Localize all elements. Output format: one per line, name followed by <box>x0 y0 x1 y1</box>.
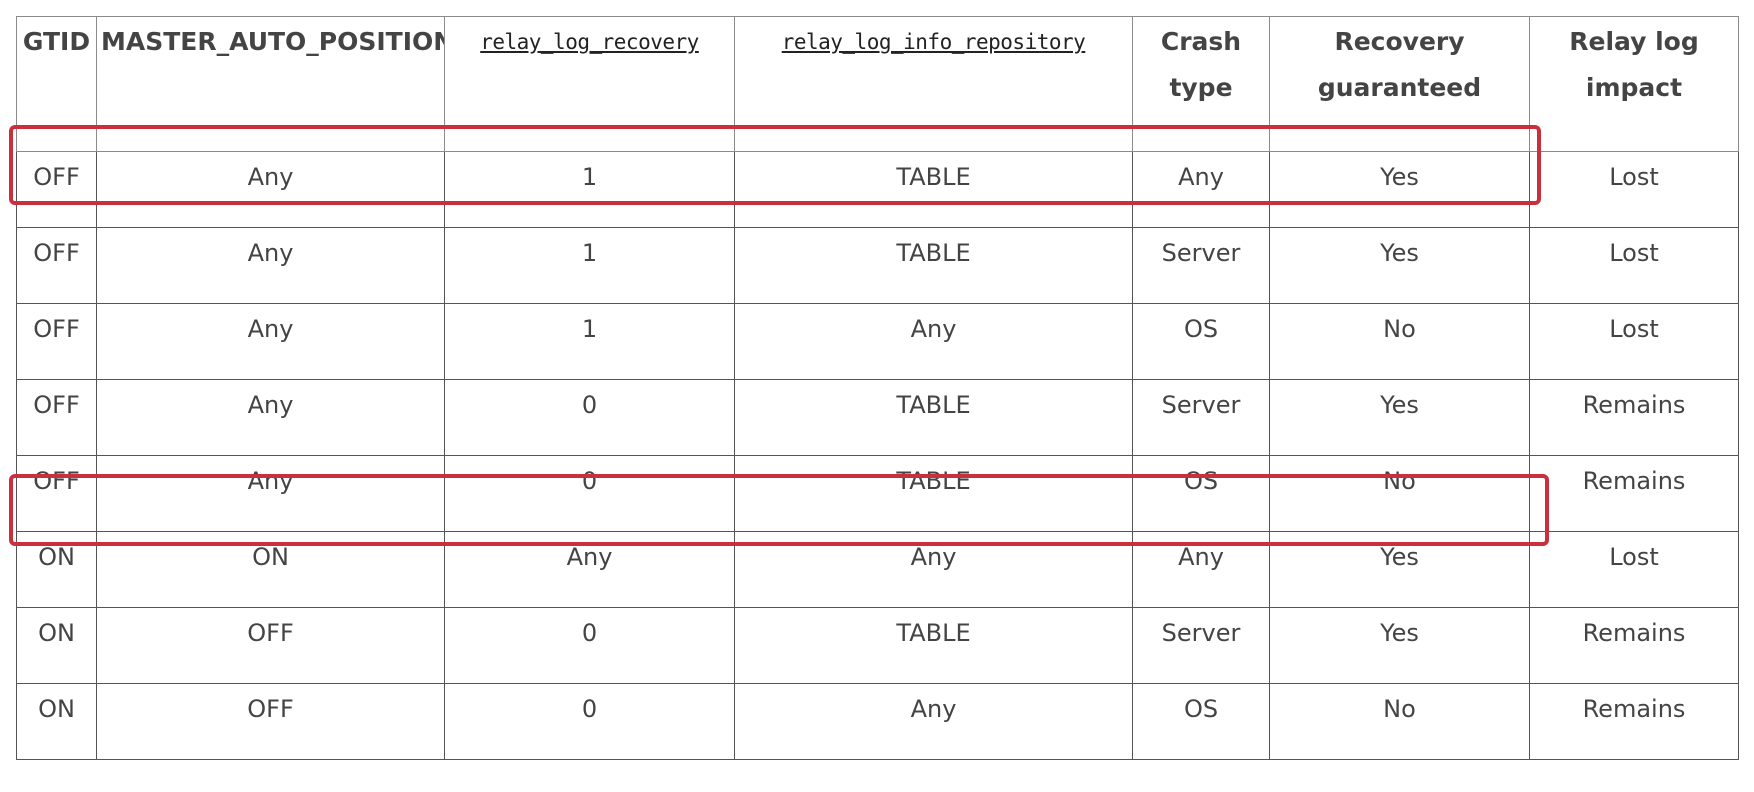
cell-relay-log-impact: Lost <box>1529 227 1739 304</box>
cell-relay-log-impact: Remains <box>1529 379 1739 456</box>
cell-recovery-guaranteed: Yes <box>1269 379 1530 456</box>
cell-relay-log-recovery: Any <box>444 531 735 608</box>
cell-relay-log-recovery: 0 <box>444 683 735 760</box>
cell-relay-log-recovery: 0 <box>444 379 735 456</box>
cell-crash-type: Server <box>1132 607 1270 684</box>
cell-relay-log-recovery: 0 <box>444 607 735 684</box>
cell-recovery-guaranteed: No <box>1269 683 1530 760</box>
cell-relay-log-impact: Remains <box>1529 683 1739 760</box>
cell-gtid: ON <box>16 531 97 608</box>
cell-relay-log-info-repository: Any <box>734 303 1133 380</box>
crash-recovery-table: GTID MASTER_AUTO_POSITION relay_log_reco… <box>16 16 1739 760</box>
cell-gtid: OFF <box>16 303 97 380</box>
cell-crash-type: OS <box>1132 303 1270 380</box>
cell-relay-log-impact: Lost <box>1529 531 1739 608</box>
header-relay-log-impact: Relay log impact <box>1529 16 1739 152</box>
cell-relay-log-info-repository: Any <box>734 531 1133 608</box>
cell-master-auto-position: Any <box>96 151 445 228</box>
header-gtid: GTID <box>16 16 97 152</box>
cell-gtid: OFF <box>16 151 97 228</box>
cell-relay-log-impact: Remains <box>1529 607 1739 684</box>
cell-master-auto-position: OFF <box>96 683 445 760</box>
cell-crash-type: OS <box>1132 455 1270 532</box>
cell-relay-log-impact: Lost <box>1529 303 1739 380</box>
cell-relay-log-info-repository: Any <box>734 683 1133 760</box>
cell-master-auto-position: Any <box>96 303 445 380</box>
cell-relay-log-recovery: 1 <box>444 303 735 380</box>
cell-master-auto-position: OFF <box>96 607 445 684</box>
cell-master-auto-position: ON <box>96 531 445 608</box>
cell-crash-type: Server <box>1132 227 1270 304</box>
cell-gtid: ON <box>16 683 97 760</box>
header-relay-log-recovery[interactable]: relay_log_recovery <box>444 16 735 152</box>
cell-recovery-guaranteed: Yes <box>1269 151 1530 228</box>
cell-relay-log-info-repository: TABLE <box>734 379 1133 456</box>
cell-gtid: ON <box>16 607 97 684</box>
cell-crash-type: Server <box>1132 379 1270 456</box>
cell-recovery-guaranteed: No <box>1269 303 1530 380</box>
cell-crash-type: OS <box>1132 683 1270 760</box>
cell-crash-type: Any <box>1132 151 1270 228</box>
header-master-auto-position: MASTER_AUTO_POSITION <box>96 16 445 152</box>
cell-recovery-guaranteed: Yes <box>1269 227 1530 304</box>
header-row: GTID MASTER_AUTO_POSITION relay_log_reco… <box>16 16 1739 152</box>
cell-recovery-guaranteed: Yes <box>1269 607 1530 684</box>
cell-relay-log-info-repository: TABLE <box>734 455 1133 532</box>
cell-relay-log-recovery: 1 <box>444 151 735 228</box>
cell-gtid: OFF <box>16 455 97 532</box>
cell-master-auto-position: Any <box>96 379 445 456</box>
cell-relay-log-impact: Remains <box>1529 455 1739 532</box>
header-relay-log-info-repository[interactable]: relay_log_info_repository <box>734 16 1133 152</box>
cell-recovery-guaranteed: No <box>1269 455 1530 532</box>
cell-relay-log-recovery: 1 <box>444 227 735 304</box>
cell-recovery-guaranteed: Yes <box>1269 531 1530 608</box>
cell-master-auto-position: Any <box>96 227 445 304</box>
cell-gtid: OFF <box>16 379 97 456</box>
cell-relay-log-info-repository: TABLE <box>734 151 1133 228</box>
cell-master-auto-position: Any <box>96 455 445 532</box>
header-crash-type: Crash type <box>1132 16 1270 152</box>
cell-gtid: OFF <box>16 227 97 304</box>
header-recovery-guaranteed: Recovery guaranteed <box>1269 16 1530 152</box>
cell-crash-type: Any <box>1132 531 1270 608</box>
cell-relay-log-impact: Lost <box>1529 151 1739 228</box>
cell-relay-log-recovery: 0 <box>444 455 735 532</box>
cell-relay-log-info-repository: TABLE <box>734 607 1133 684</box>
cell-relay-log-info-repository: TABLE <box>734 227 1133 304</box>
